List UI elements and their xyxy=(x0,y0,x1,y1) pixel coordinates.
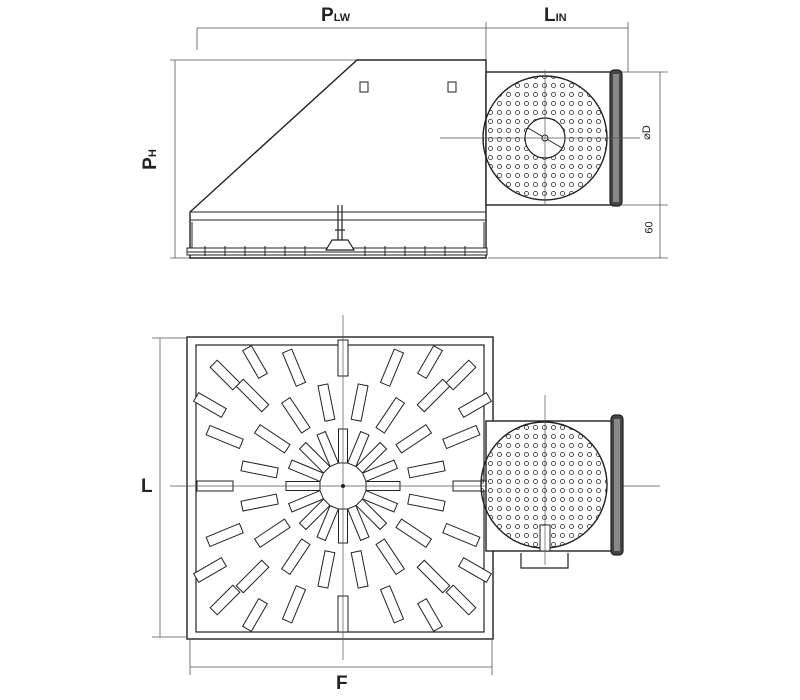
slot xyxy=(379,348,405,387)
slot xyxy=(361,459,399,483)
slot xyxy=(416,559,451,594)
slot xyxy=(240,460,279,479)
slot xyxy=(407,493,446,512)
diameter-label: ⌀D xyxy=(640,125,653,140)
center-spindle xyxy=(324,205,356,251)
slot xyxy=(298,498,331,531)
slot xyxy=(346,504,370,542)
corner-slot xyxy=(445,584,477,616)
corner-slot xyxy=(209,584,241,616)
width-sub: LW xyxy=(333,12,351,24)
mount-tab-right xyxy=(447,81,457,93)
dimension-lines-side xyxy=(170,22,668,259)
height-sub: H xyxy=(146,149,159,158)
slot xyxy=(355,498,388,531)
corner-slot xyxy=(416,597,444,633)
slot xyxy=(375,396,406,434)
radial-slots xyxy=(192,339,493,633)
slot xyxy=(280,538,311,576)
corner-slot xyxy=(457,556,493,584)
slot xyxy=(375,538,406,576)
inlet-dimension-label: LIN xyxy=(544,6,567,25)
offset-label: 60 xyxy=(643,221,656,234)
width-main: P xyxy=(321,5,334,26)
slot xyxy=(205,522,244,548)
slot xyxy=(346,430,370,468)
slot xyxy=(253,518,291,549)
height-main: P xyxy=(139,157,161,170)
corner-slot xyxy=(445,359,477,391)
inlet-main: L xyxy=(544,5,556,26)
slot xyxy=(361,489,399,513)
slot xyxy=(379,585,405,624)
slot xyxy=(281,348,307,387)
inlet-sub: IN xyxy=(555,12,567,24)
corner-slot xyxy=(241,344,269,380)
slot xyxy=(355,441,388,474)
slot xyxy=(316,430,340,468)
slot xyxy=(235,559,270,594)
slot xyxy=(281,585,307,624)
slot xyxy=(395,518,433,549)
mount-tab-left xyxy=(359,81,369,93)
slot xyxy=(395,423,433,454)
corner-slot xyxy=(457,391,493,419)
height-dimension-label: PH xyxy=(139,149,161,170)
slot xyxy=(442,522,481,548)
side-elevation-view xyxy=(170,22,668,259)
corner-slot xyxy=(209,359,241,391)
slot xyxy=(287,459,325,483)
dimension-lines-plan xyxy=(152,337,493,675)
slot xyxy=(317,550,336,589)
slot xyxy=(253,423,291,454)
length-label: L xyxy=(141,476,153,497)
corner-slot xyxy=(416,344,444,380)
plan-view xyxy=(152,315,660,675)
diffuser-plate-side xyxy=(186,246,488,256)
corner-slot xyxy=(241,597,269,633)
slot xyxy=(442,424,481,450)
corner-slot xyxy=(192,391,228,419)
f-width-label: F xyxy=(336,673,348,694)
corner-slot xyxy=(192,556,228,584)
slot xyxy=(205,424,244,450)
slot xyxy=(316,504,340,542)
slot xyxy=(280,396,311,434)
slot xyxy=(287,489,325,513)
slot xyxy=(298,441,331,474)
slot xyxy=(317,383,336,422)
slot xyxy=(240,493,279,512)
slot xyxy=(350,550,369,589)
slot xyxy=(350,383,369,422)
slot xyxy=(407,460,446,479)
width-dimension-label: PLW xyxy=(321,6,350,25)
